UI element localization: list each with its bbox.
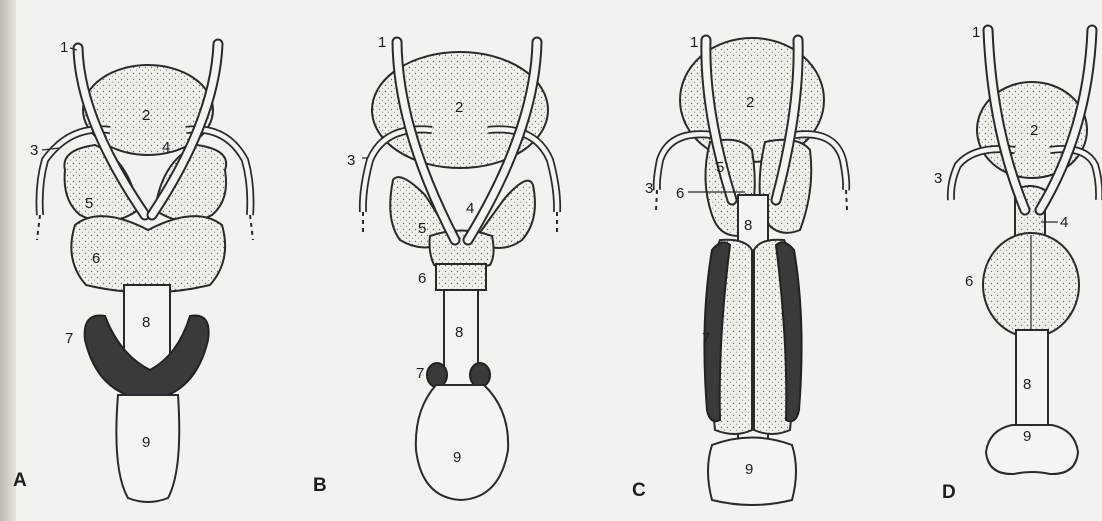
glans-b (416, 385, 508, 500)
label-a-6: 6 (92, 250, 100, 267)
label-a-7: 7 (65, 330, 73, 347)
label-d-4: 4 (1060, 214, 1068, 231)
urethra-d (1016, 330, 1048, 430)
label-b-4: 4 (466, 200, 474, 217)
label-b-1: 1 (378, 34, 386, 51)
label-a-1: 1 (60, 39, 68, 56)
label-b-8: 8 (455, 324, 463, 341)
label-c-6: 6 (676, 185, 684, 202)
panel-label-b: B (313, 475, 327, 496)
label-c-3: 3 (645, 180, 653, 197)
label-c-5: 5 (716, 159, 724, 176)
panel-label-c: C (632, 480, 646, 501)
label-d-2: 2 (1030, 122, 1038, 139)
label-d-1: 1 (972, 24, 980, 41)
label-b-2: 2 (455, 99, 463, 116)
label-b-3: 3 (347, 152, 355, 169)
label-a-8: 8 (142, 314, 150, 331)
label-c-2: 2 (746, 94, 754, 111)
prostate-b (436, 264, 486, 290)
label-a-9: 9 (142, 434, 150, 451)
label-c-8: 8 (744, 217, 752, 234)
label-c-9: 9 (745, 461, 753, 478)
label-a-4: 4 (162, 139, 170, 156)
label-d-6: 6 (965, 273, 973, 290)
prostate-junction-b (430, 231, 494, 269)
gland-right-b (470, 363, 490, 387)
label-b-9: 9 (453, 449, 461, 466)
label-c-1: 1 (690, 34, 698, 51)
label-c-7: 7 (702, 330, 710, 347)
glans-d (986, 425, 1078, 474)
panel-label-d: D (942, 482, 956, 503)
gland-left-b (427, 363, 447, 387)
label-b-6: 6 (418, 270, 426, 287)
panel-d (951, 30, 1099, 474)
label-b-7: 7 (416, 365, 424, 382)
label-b-5: 5 (418, 220, 426, 237)
label-a-2: 2 (142, 107, 150, 124)
label-a-5: 5 (85, 195, 93, 212)
panel-label-a: A (13, 470, 27, 491)
label-d-3: 3 (934, 170, 942, 187)
label-d-8: 8 (1023, 376, 1031, 393)
label-d-9: 9 (1023, 428, 1031, 445)
label-a-3: 3 (30, 142, 38, 159)
